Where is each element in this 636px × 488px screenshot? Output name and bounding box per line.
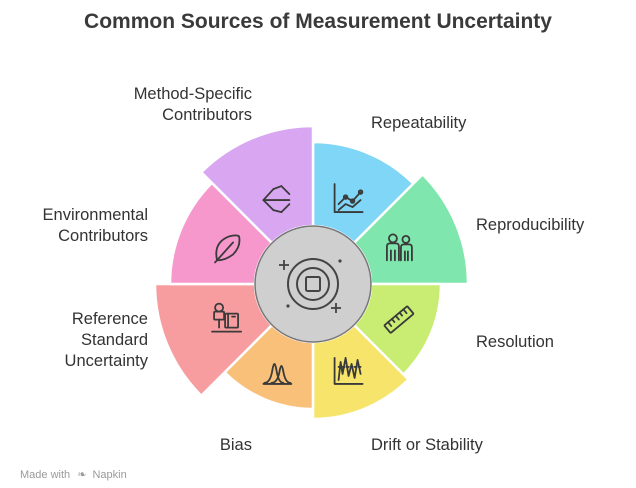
label-repeatability: Repeatability bbox=[371, 114, 467, 132]
leaf-icon bbox=[214, 234, 241, 264]
footer-brand: Napkin bbox=[92, 469, 127, 481]
label-bias: Bias bbox=[219, 436, 252, 454]
people-icon bbox=[386, 233, 413, 262]
drift-chart-icon bbox=[333, 357, 364, 385]
label-drift-or-stability: Drift or Stability bbox=[371, 436, 483, 454]
napkin-logo-icon: ❧ bbox=[77, 469, 87, 481]
label-method-specific-contributors: Method-Specific Contributors bbox=[133, 85, 252, 124]
label-reference-standard-uncertainty: Reference Standard Uncertainty bbox=[64, 310, 148, 370]
footer-made-with: Made with bbox=[20, 469, 71, 481]
label-environmental-contributors: Environmental Contributors bbox=[42, 206, 148, 245]
line-chart-icon bbox=[333, 183, 364, 213]
distribution-icon bbox=[262, 363, 293, 385]
target-icon bbox=[287, 258, 339, 310]
network-icon bbox=[262, 185, 291, 213]
ruler-icon bbox=[383, 305, 415, 334]
hub bbox=[254, 225, 372, 343]
hub-sparkles-icon bbox=[279, 259, 342, 313]
page-title: Common Sources of Measurement Uncertaint… bbox=[84, 10, 552, 33]
balance-icon bbox=[211, 302, 242, 333]
label-resolution: Resolution bbox=[476, 333, 554, 351]
label-reproducibility: Reproducibility bbox=[476, 216, 585, 234]
footer-credit: Made with ❧ Napkin bbox=[20, 468, 127, 481]
